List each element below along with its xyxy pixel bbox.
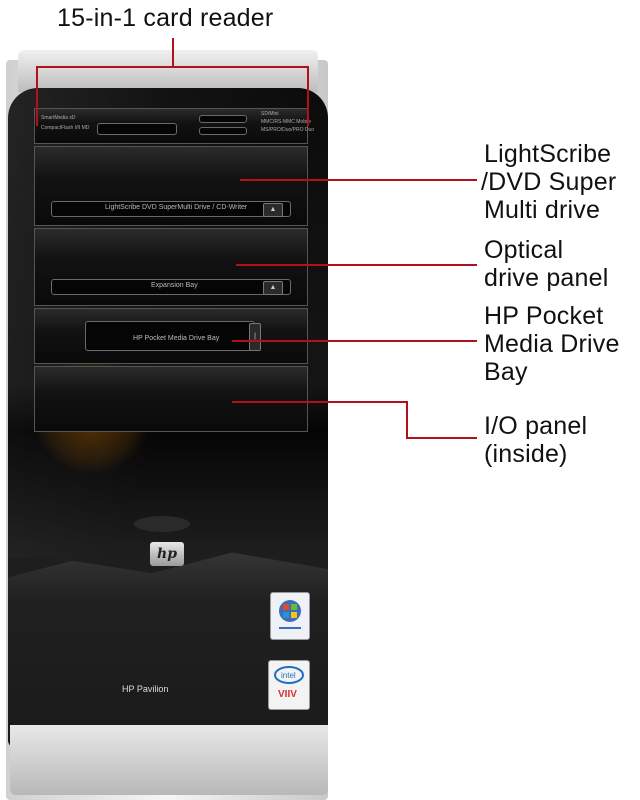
callout-optical-line-2: drive panel	[484, 264, 609, 292]
sd-slot[interactable]	[199, 115, 247, 123]
card-reader-left-label-1: SmartMedia xD	[41, 115, 76, 121]
callout-line-card-reader-bracket	[36, 66, 309, 68]
ms-slot[interactable]	[199, 127, 247, 135]
dvd-drive-label: LightScribe DVD SuperMulti Drive / CD-Wr…	[105, 204, 248, 211]
intel-logo-icon: intel VIIV	[274, 666, 304, 700]
pocket-media-label: HP Pocket Media Drive Bay	[133, 335, 220, 342]
callout-pocket-line-3: Bay	[484, 358, 528, 386]
callout-line-card-reader-left	[36, 66, 38, 126]
windows-badge	[270, 592, 310, 640]
tower-base	[10, 725, 328, 795]
expansion-bay-label: Expansion Bay	[151, 282, 198, 289]
dvd-drive-tray[interactable]	[51, 201, 291, 217]
card-reader-right-label-1: SD/Mini	[261, 111, 279, 117]
hp-logo: hp	[150, 542, 184, 566]
callout-pocket-line-2: Media Drive	[484, 330, 620, 358]
callout-card-reader: 15-in-1 card reader	[57, 4, 274, 32]
callout-pocket-line-1: HP Pocket	[484, 302, 604, 330]
dvd-eject-button[interactable]: ▲	[263, 203, 283, 217]
io-panel-door[interactable]	[34, 366, 308, 432]
pocket-media-bay: HP Pocket Media Drive Bay |	[34, 308, 308, 364]
card-reader-bay: SmartMedia xD CompactFlash I/II MD SD/Mi…	[34, 108, 314, 144]
callout-line-io-horizontal-1	[232, 401, 408, 403]
callout-optical-line-1: Optical	[484, 236, 564, 264]
callout-lightscribe-line-2: /DVD Super	[481, 168, 617, 196]
optical-drive-bay-1: LightScribe DVD SuperMulti Drive / CD-Wr…	[34, 146, 308, 226]
callout-line-io-vertical	[406, 401, 408, 439]
callout-line-card-reader-stem	[172, 38, 174, 68]
pocket-media-release[interactable]: |	[249, 323, 261, 351]
svg-text:intel: intel	[281, 671, 296, 680]
card-reader-right-label-3: MS/PRO/Duo/PRO Duo	[261, 127, 315, 133]
callout-io-line-1: I/O panel	[484, 412, 588, 440]
callout-line-card-reader-right	[307, 66, 309, 126]
cf-slot[interactable]	[97, 123, 177, 135]
callout-line-optical	[236, 264, 477, 266]
intel-viiv-badge: intel VIIV	[268, 660, 310, 710]
callout-io-line-2: (inside)	[484, 440, 568, 468]
windows-logo-icon	[279, 600, 301, 629]
front-lower-panel	[8, 552, 328, 748]
model-name: HP Pavilion	[122, 684, 169, 694]
callout-line-pocket	[232, 340, 477, 342]
callout-line-lightscribe	[240, 179, 477, 181]
callout-lightscribe-line-1: LightScribe	[484, 140, 612, 168]
front-swoosh	[134, 516, 190, 532]
tower-top	[18, 50, 318, 92]
optical-drive-bay-2: Expansion Bay ▲	[34, 228, 308, 306]
expansion-eject-button[interactable]: ▲	[263, 281, 283, 295]
card-reader-left-label-2: CompactFlash I/II MD	[41, 125, 90, 131]
svg-text:VIIV: VIIV	[278, 689, 297, 700]
callout-lightscribe-line-3: Multi drive	[484, 196, 601, 224]
callout-line-io-horizontal-2	[406, 437, 477, 439]
expansion-bay-tray[interactable]	[51, 279, 291, 295]
card-reader-right-label-2: MMC/RS-MMC Mobile	[261, 119, 311, 125]
